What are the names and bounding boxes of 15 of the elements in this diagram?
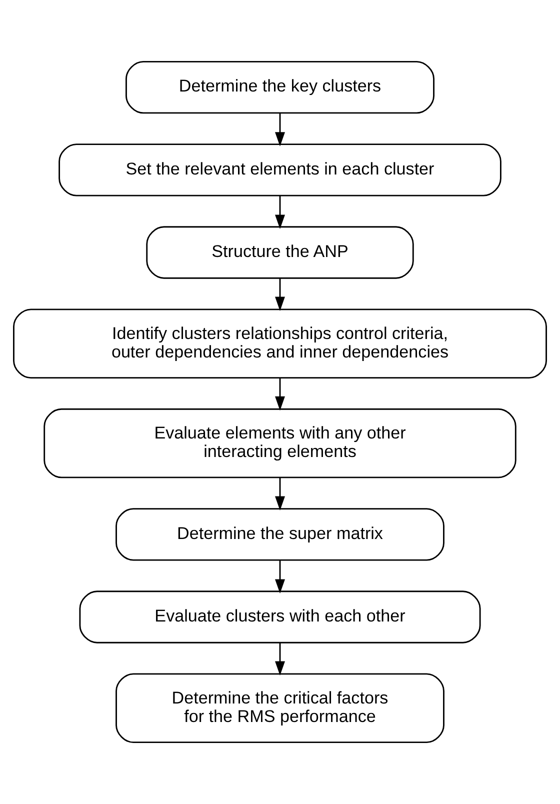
node-box: Determine the super matrix [116,508,444,561]
arrow [275,113,285,146]
arrow [275,560,285,594]
node-box: Determine the key clusters [126,60,434,114]
arrow [275,643,285,676]
node-box: Evaluate elements with any other interacting elements [44,408,516,478]
node-box: Determine the critical factors for the RMS performance [116,673,444,744]
arrow [275,278,285,311]
arrow [275,196,285,230]
node-box: Set the relevant elements in each cluster [58,144,502,196]
node-box: Structure the ANP [146,226,414,279]
arrow [275,478,285,511]
node-box: Evaluate clusters with each other [79,590,481,644]
arrow [275,378,285,411]
node-box: Identify clusters relationships control criteria, outer dependencies and inner dependencies [13,308,547,378]
